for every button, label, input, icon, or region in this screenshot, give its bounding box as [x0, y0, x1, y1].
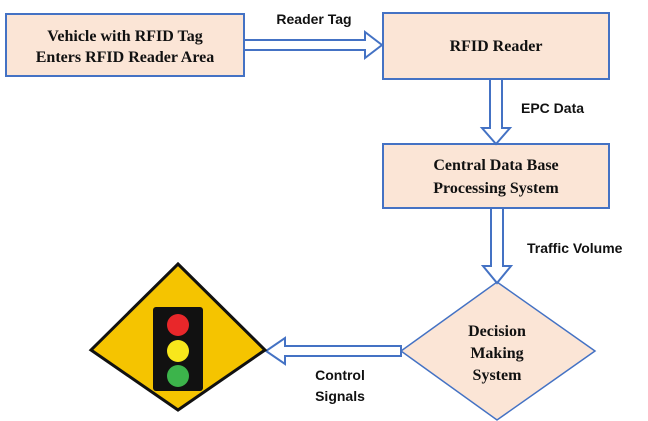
arrow-shape	[243, 29, 384, 61]
arrow-decision-to-sign	[264, 336, 402, 366]
edge-label-signals: Signals	[315, 388, 365, 404]
arrow-shape	[479, 78, 513, 146]
reader-box	[382, 12, 610, 80]
decision-label-line3: System	[473, 367, 523, 384]
arrow-shape	[264, 336, 402, 366]
central-node: Central Data Base Processing System	[382, 143, 610, 209]
edge-label-reader-tag: Reader Tag	[276, 11, 351, 27]
arrow-reader-to-central	[479, 78, 513, 146]
vehicle-label-line1: Vehicle with RFID Tag	[47, 28, 202, 45]
vehicle-label-line2: Enters RFID Reader Area	[36, 49, 215, 66]
vehicle-node: Vehicle with RFID Tag Enters RFID Reader…	[5, 13, 245, 77]
arrow-shape	[480, 207, 514, 285]
vehicle-box	[5, 13, 245, 77]
traffic-light-sign-icon	[88, 261, 268, 412]
decision-label-line1: Decision	[468, 323, 526, 340]
reader-node: RFID Reader	[382, 12, 610, 80]
edge-label-traffic-volume: Traffic Volume	[527, 240, 623, 256]
central-label-line2: Processing System	[433, 180, 559, 197]
reader-label: RFID Reader	[450, 38, 543, 55]
edge-label-control: Control	[315, 367, 365, 383]
central-box	[382, 143, 610, 209]
arrow-central-to-decision	[480, 207, 514, 285]
yellow-light-icon	[167, 340, 189, 362]
decision-node: Decision Making System	[399, 281, 597, 421]
central-label-line1: Central Data Base	[433, 157, 558, 174]
decision-diamond	[399, 281, 597, 421]
edge-label-epc-data: EPC Data	[521, 100, 584, 116]
decision-label-line2: Making	[470, 345, 523, 362]
arrow-vehicle-to-reader	[243, 29, 384, 61]
green-light-icon	[167, 365, 189, 387]
red-light-icon	[167, 314, 189, 336]
